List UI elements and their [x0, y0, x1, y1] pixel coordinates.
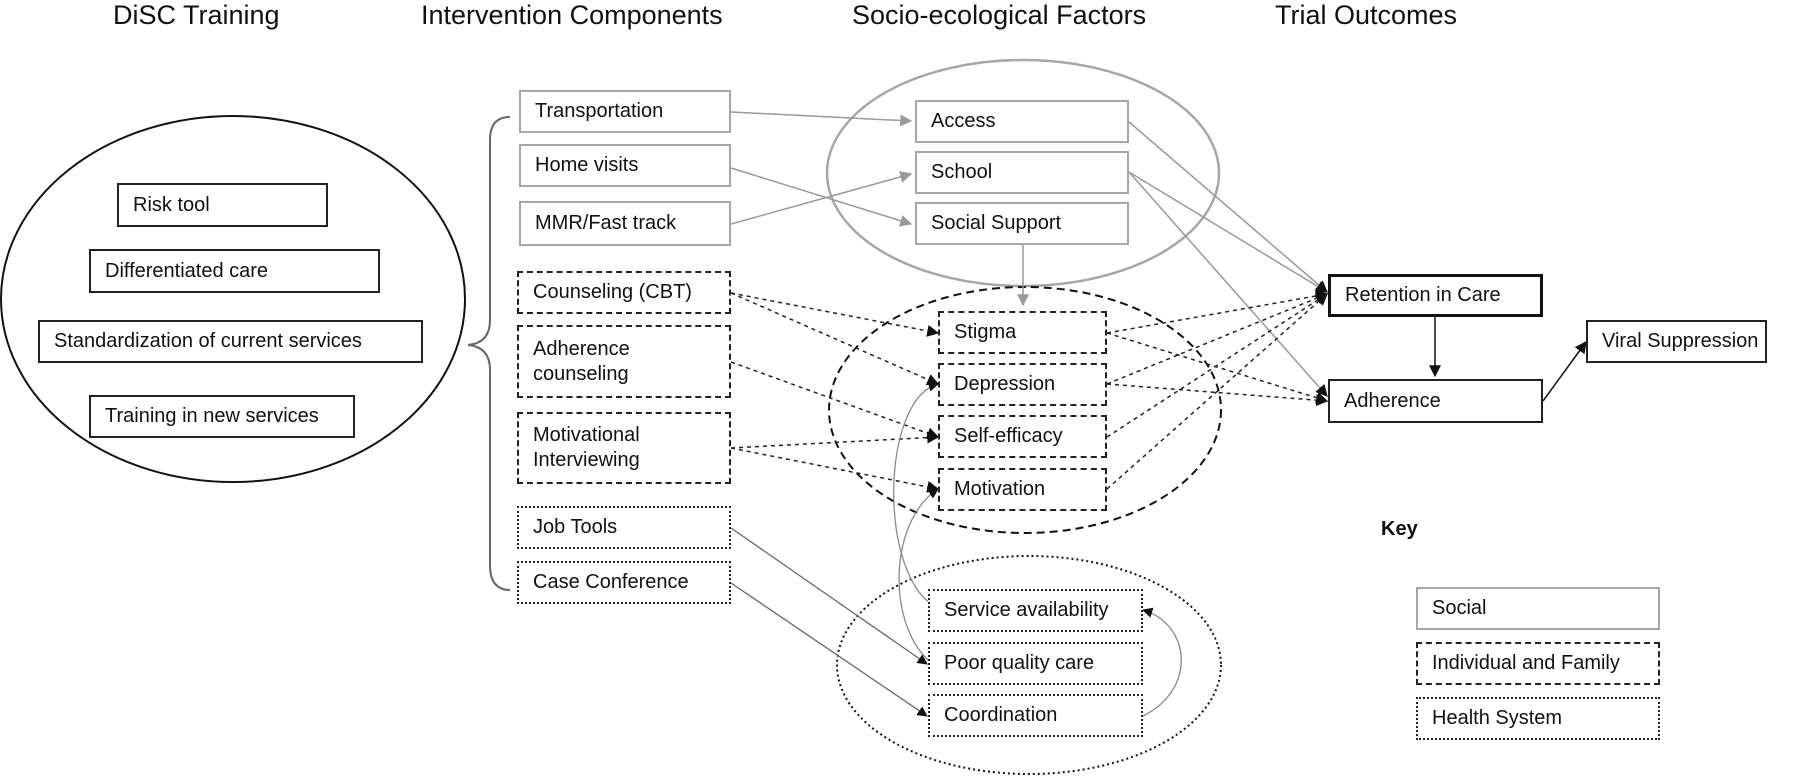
intervention-adherence-counseling: Adherence counseling — [517, 325, 731, 398]
arrow-mi-motivation — [730, 447, 940, 493]
arrow-stigma-adherence — [1106, 332, 1329, 404]
header-trial-outcomes: Trial Outcomes — [1275, 0, 1458, 30]
intervention-motivational-interviewing: Motivational Interviewing — [517, 412, 731, 484]
intervention-brace — [467, 116, 511, 591]
outcome-retention-in-care: Retention in Care — [1328, 274, 1543, 317]
arrow-depression-retention — [1106, 292, 1329, 385]
intervention-home-visits: Home visits — [519, 144, 731, 187]
factor-service-availability: Service availability — [928, 589, 1143, 632]
intervention-transportation: Transportation — [519, 90, 731, 133]
disc-standardization: Standardization of current services — [38, 320, 423, 363]
key-individual-family: Individual and Family — [1416, 642, 1660, 685]
disc-training-new-services: Training in new services — [89, 395, 355, 438]
arrow-adherence-viralsuppression — [1542, 341, 1587, 402]
factor-poor-quality-care: Poor quality care — [928, 642, 1143, 685]
key-health-system: Health System — [1416, 697, 1660, 740]
outcome-adherence: Adherence — [1328, 379, 1543, 423]
health-system-ellipse — [836, 555, 1222, 775]
arrow-selfefficacy-retention — [1106, 293, 1329, 438]
arrow-poorquality-motivation — [898, 488, 939, 661]
arrow-serviceavailability-depression — [893, 381, 940, 609]
arrow-stigma-retention — [1106, 289, 1329, 334]
arrow-homevisits-socialsupport — [730, 167, 913, 227]
factor-access: Access — [915, 100, 1129, 143]
key-social: Social — [1416, 587, 1660, 630]
header-intervention-components: Intervention Components — [421, 0, 723, 30]
factor-social-support: Social Support — [915, 202, 1129, 245]
individual-factors-ellipse — [828, 286, 1222, 534]
header-disc-training: DiSC Training — [113, 0, 280, 30]
factor-coordination: Coordination — [928, 694, 1143, 737]
intervention-counseling-cbt: Counseling (CBT) — [517, 271, 731, 314]
factor-stigma: Stigma — [938, 311, 1107, 354]
arrow-mmr-school — [730, 171, 913, 225]
factor-school: School — [915, 151, 1129, 194]
disc-differentiated-care: Differentiated care — [89, 249, 380, 293]
arrow-access-retention — [1128, 121, 1328, 293]
arrow-school-adherence — [1128, 171, 1328, 397]
arrow-school-retention — [1128, 171, 1329, 293]
arrow-coordination-serviceavailability — [1142, 607, 1182, 717]
arrow-mi-selfefficacy — [730, 431, 940, 449]
intervention-mmr-fast-track: MMR/Fast track — [519, 201, 731, 246]
arrow-jobtools-poorquality — [730, 527, 928, 665]
arrow-adherencecounseling-selfefficacy — [730, 361, 940, 439]
factor-depression: Depression — [938, 363, 1107, 406]
disc-risk-tool: Risk tool — [117, 183, 328, 227]
intervention-job-tools: Job Tools — [517, 506, 731, 549]
arrow-counseling-depression — [730, 292, 940, 386]
arrow-motivation-retention — [1106, 293, 1328, 490]
arrow-counseling-stigma — [730, 292, 940, 337]
outcome-viral-suppression: Viral Suppression — [1586, 320, 1767, 363]
arrow-caseconference-coordination — [730, 582, 928, 717]
factor-motivation: Motivation — [938, 468, 1107, 511]
intervention-case-conference: Case Conference — [517, 561, 731, 604]
header-socio-ecological-factors: Socio-ecological Factors — [852, 0, 1147, 30]
disc-training-ellipse — [0, 115, 466, 483]
key-title: Key — [1381, 518, 1418, 540]
arrow-transportation-access — [730, 111, 913, 127]
factor-self-efficacy: Self-efficacy — [938, 415, 1107, 458]
